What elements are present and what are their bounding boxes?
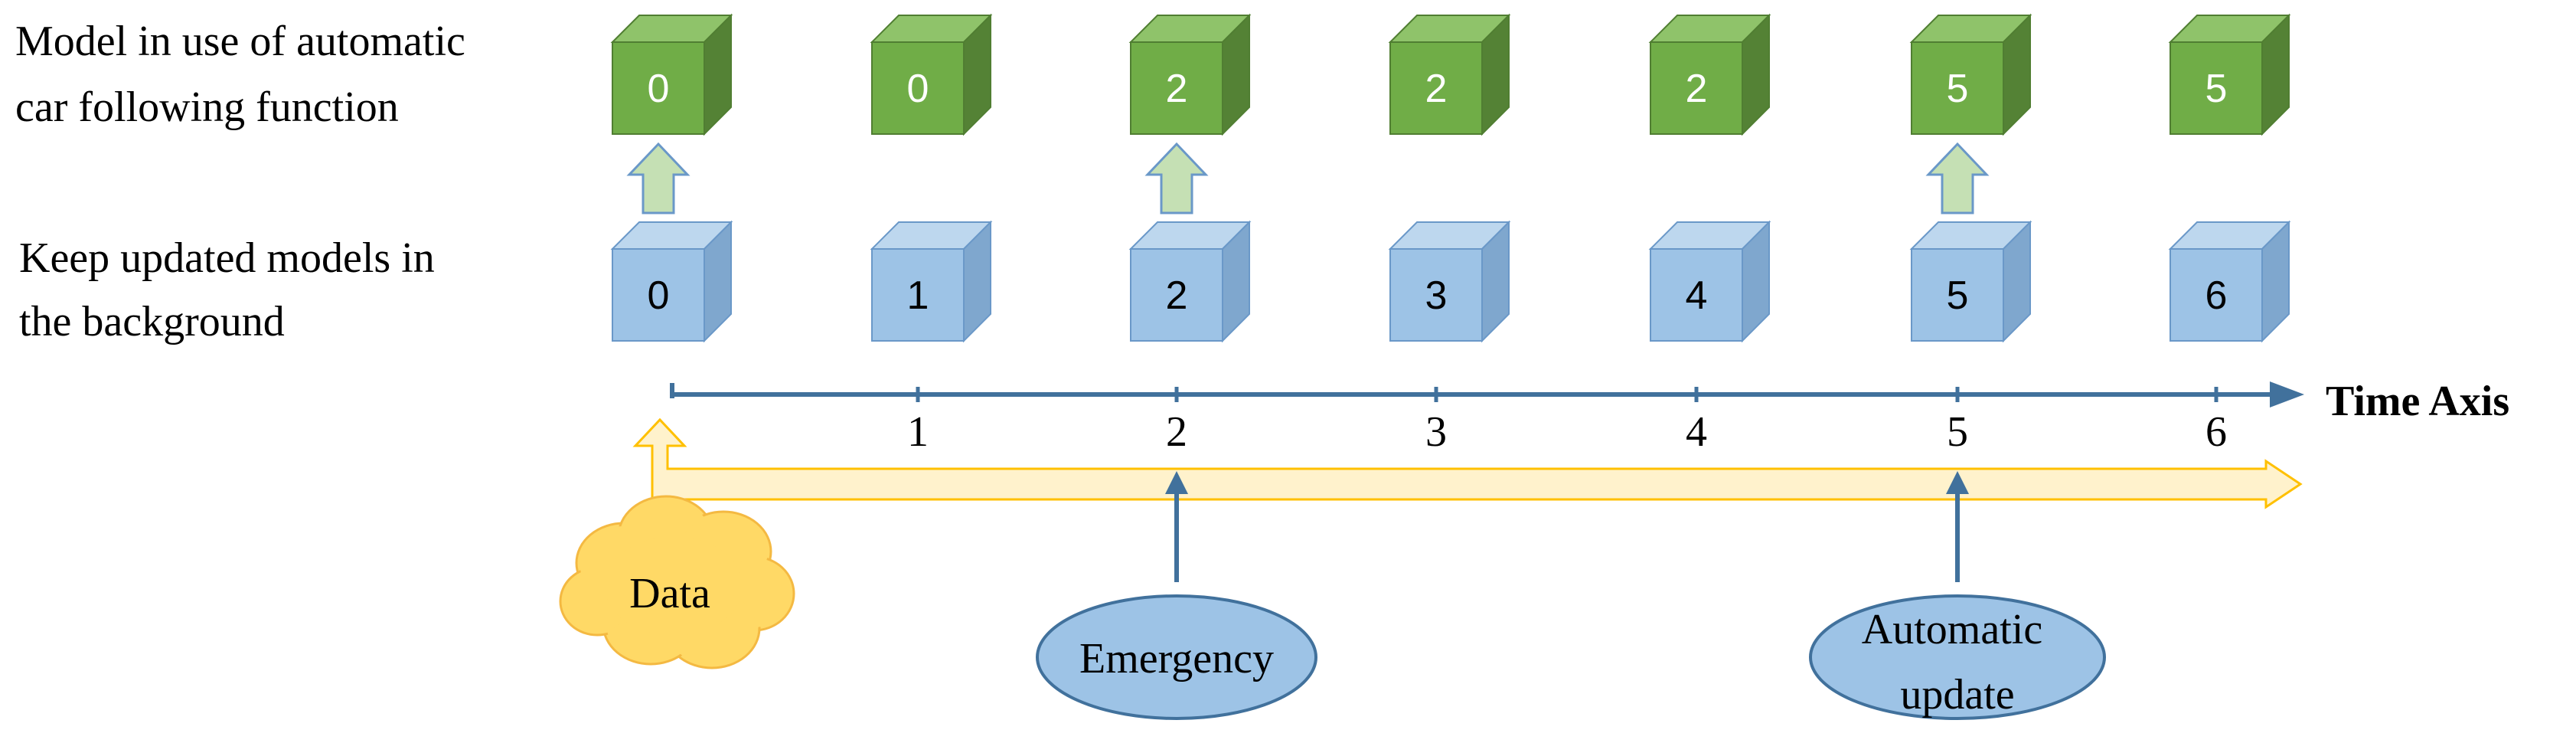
model-in-use-cube: 2 xyxy=(1388,13,1511,136)
model-in-use-cube: 0 xyxy=(870,13,993,136)
background-model-cube-number: 5 xyxy=(1947,273,1969,318)
promotion-up-arrow xyxy=(626,142,691,214)
bottom-row-label-line-2: the background xyxy=(19,298,285,345)
model-in-use-cube: 5 xyxy=(1909,13,2032,136)
model-in-use-row: 0 0 2 2 2 5 5 xyxy=(610,13,2291,136)
background-model-cube: 4 xyxy=(1648,220,1771,343)
background-model-cube: 5 xyxy=(1909,220,2032,343)
model-in-use-cube-number: 5 xyxy=(2205,67,2228,111)
model-in-use-cube-front-face xyxy=(1650,41,1743,135)
data-cloud: Data xyxy=(559,495,795,669)
top-row-label-line-2: car following function xyxy=(15,83,399,131)
background-model-cube-front-face xyxy=(1389,248,1483,342)
time-axis-arrowhead xyxy=(2270,381,2304,408)
background-model-cube-front-face xyxy=(871,248,965,342)
background-model-cube-front-face xyxy=(1130,248,1223,342)
model-in-use-cube: 0 xyxy=(610,13,733,136)
model-in-use-cube-number: 0 xyxy=(907,67,929,111)
emergency-label: Emergency xyxy=(1079,635,1274,682)
model-in-use-cube-number: 5 xyxy=(1947,67,1969,111)
background-model-cube-number: 2 xyxy=(1166,273,1188,318)
automatic-update-label: Automatic update xyxy=(1862,606,2053,718)
promotion-up-arrow xyxy=(1144,142,1209,214)
model-in-use-cube-front-face xyxy=(871,41,965,135)
background-model-cube-number: 6 xyxy=(2205,273,2228,318)
time-axis-ticks: 1 2 3 4 5 6 xyxy=(907,387,2227,456)
background-model-cube: 2 xyxy=(1128,220,1252,343)
top-row-label: Model in use of automatic car following … xyxy=(15,18,476,131)
model-in-use-cube-number: 2 xyxy=(1425,67,1448,111)
automatic-update-label-line-2: update xyxy=(1900,671,2014,718)
model-in-use-cube-front-face xyxy=(612,41,705,135)
model-in-use-cube-front-face xyxy=(2170,41,2263,135)
time-axis-tick-label: 3 xyxy=(1425,408,1447,456)
background-model-cube: 1 xyxy=(870,220,993,343)
background-model-cube-front-face xyxy=(2170,248,2263,342)
model-in-use-cube-front-face xyxy=(1130,41,1223,135)
emergency-event: Emergency xyxy=(1036,594,1317,720)
model-in-use-cube-front-face xyxy=(1389,41,1483,135)
background-models-row: 0 1 2 3 4 5 6 xyxy=(610,220,2291,343)
background-model-cube-front-face xyxy=(612,248,705,342)
time-axis-tick-label: 5 xyxy=(1947,408,1968,456)
background-model-cube: 3 xyxy=(1388,220,1511,343)
background-model-cube: 0 xyxy=(610,220,733,343)
background-model-cube: 6 xyxy=(2168,220,2291,343)
background-model-cube-front-face xyxy=(1911,248,2004,342)
time-axis-tick-label: 4 xyxy=(1686,408,1707,456)
emergency-arrow xyxy=(1165,471,1188,582)
model-in-use-cube-number: 0 xyxy=(648,67,670,111)
time-axis: 1 2 3 4 5 6 Time Axis xyxy=(670,378,2509,456)
model-in-use-cube-number: 2 xyxy=(1166,67,1188,111)
promotion-arrows xyxy=(626,142,1990,214)
bottom-row-label-line-1: Keep updated models in xyxy=(19,234,435,282)
background-model-cube-number: 0 xyxy=(648,273,670,318)
time-axis-tick-label: 6 xyxy=(2205,408,2227,456)
automatic-update-event: Automatic update xyxy=(1809,594,2106,720)
time-axis-title: Time Axis xyxy=(2326,378,2509,425)
top-row-label-line-1: Model in use of automatic xyxy=(15,18,465,65)
background-model-cube-number: 1 xyxy=(907,273,929,318)
background-model-cube-number: 4 xyxy=(1686,273,1708,318)
model-in-use-cube: 2 xyxy=(1128,13,1252,136)
model-in-use-cube-front-face xyxy=(1911,41,2004,135)
data-flow-arrow xyxy=(632,417,2303,509)
time-axis-tick-label: 2 xyxy=(1166,408,1187,456)
model-in-use-cube: 5 xyxy=(2168,13,2291,136)
data-label: Data xyxy=(629,570,710,617)
automatic-update-label-line-1: Automatic xyxy=(1862,606,2042,653)
time-axis-tick-label: 1 xyxy=(907,408,929,456)
bottom-row-label: Keep updated models in the background xyxy=(19,234,446,345)
background-model-cube-front-face xyxy=(1650,248,1743,342)
model-in-use-cube-number: 2 xyxy=(1686,67,1708,111)
automatic-update-arrow xyxy=(1946,471,1969,582)
background-model-cube-number: 3 xyxy=(1425,273,1448,318)
model-in-use-cube: 2 xyxy=(1648,13,1771,136)
promotion-up-arrow xyxy=(1925,142,1990,214)
